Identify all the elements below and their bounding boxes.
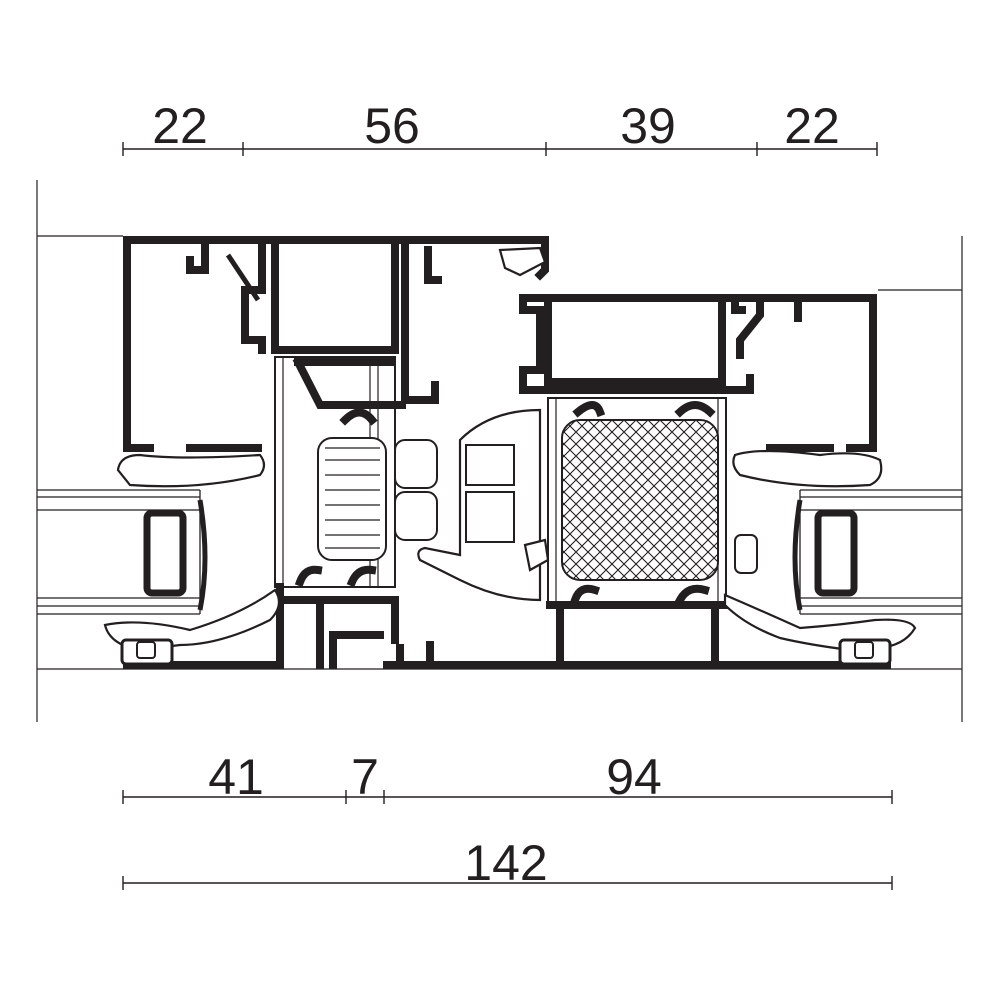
- dimension-label-top-4: 22: [784, 98, 840, 154]
- center-interlock-gasket: [417, 246, 758, 602]
- dimension-label-top-3: 39: [620, 98, 676, 154]
- dimension-label-bottom-1: 41: [208, 749, 264, 805]
- dimension-label-overall: 142: [464, 835, 547, 891]
- glass-spacer-right: [814, 509, 858, 597]
- right-insulation-core: [547, 397, 727, 606]
- corner-clips: [120, 638, 892, 666]
- foam-insulation: [561, 419, 719, 581]
- glazing-left: [37, 489, 201, 615]
- top-dimension-chain: 22 56 39 22: [122, 98, 878, 156]
- dimension-label-top-1: 22: [152, 98, 208, 154]
- dimension-label-bottom-2: 7: [351, 749, 379, 805]
- glazing-right: [799, 489, 962, 615]
- glass-spacer-left: [143, 509, 187, 597]
- left-sash-outer-profile: [123, 236, 549, 452]
- right-glazing-gasket: [723, 449, 917, 652]
- overall-dimension: 142: [122, 835, 893, 891]
- bottom-dimension-chain: 41 7 94: [122, 749, 893, 805]
- left-brush-seal: [317, 437, 438, 561]
- dimension-label-top-2: 56: [364, 98, 420, 154]
- dimension-label-bottom-3: 94: [606, 749, 662, 805]
- right-sash-outer-profile: [519, 251, 877, 452]
- left-glazing-gasket: [103, 453, 281, 652]
